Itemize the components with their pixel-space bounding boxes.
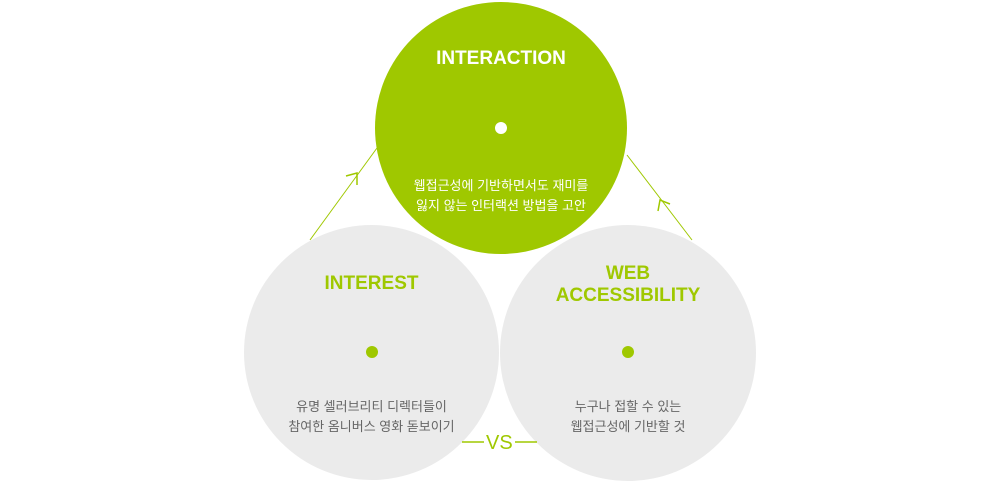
title-line: WEB xyxy=(605,263,651,284)
interest-title: INTEREST xyxy=(324,273,419,294)
accessibility-desc: 누구나 접할 수 있는 웹접근성에 기반할 것 xyxy=(500,397,756,437)
right-arrow-line xyxy=(626,154,693,241)
interaction-title: INTERACTION xyxy=(436,48,566,69)
desc-line: 유명 셀러브리티 디렉터들이 xyxy=(296,399,447,414)
interaction-circle: INTERACTION 웹접근성에 기반하면서도 재미를 잃지 않는 인터랙션 … xyxy=(375,2,627,254)
dot-icon xyxy=(365,346,378,358)
accessibility-circle: WEB ACCESSIBILITY 누구나 접할 수 있는 웹접근성에 기반할 … xyxy=(500,225,756,481)
arrow-up-icon xyxy=(657,198,671,212)
interest-desc: 유명 셀러브리티 디렉터들이 참여한 옴니버스 영화 돋보이기 xyxy=(244,397,499,437)
desc-line: 참여한 옴니버스 영화 돋보이기 xyxy=(288,419,455,434)
arrow-up-icon xyxy=(345,172,358,185)
interaction-desc: 웹접근성에 기반하면서도 재미를 잃지 않는 인터랙션 방법을 고안 xyxy=(375,176,627,216)
title-line: ACCESSIBILITY xyxy=(555,285,701,306)
desc-line: 웹접근성에 기반할 것 xyxy=(570,419,686,434)
accessibility-title: WEB ACCESSIBILITY xyxy=(500,263,756,307)
dot-icon xyxy=(622,346,634,358)
desc-line: 웹접근성에 기반하면서도 재미를 xyxy=(413,178,589,193)
desc-line: 누구나 접할 수 있는 xyxy=(574,399,682,414)
left-arrow-line xyxy=(309,147,378,241)
desc-line: 잃지 않는 인터랙션 방법을 고안 xyxy=(416,198,586,213)
dot-icon xyxy=(495,122,507,134)
interest-circle: INTEREST 유명 셀러브리티 디렉터들이 참여한 옴니버스 영화 돋보이기 xyxy=(244,225,499,480)
vs-label: VS xyxy=(486,432,513,454)
